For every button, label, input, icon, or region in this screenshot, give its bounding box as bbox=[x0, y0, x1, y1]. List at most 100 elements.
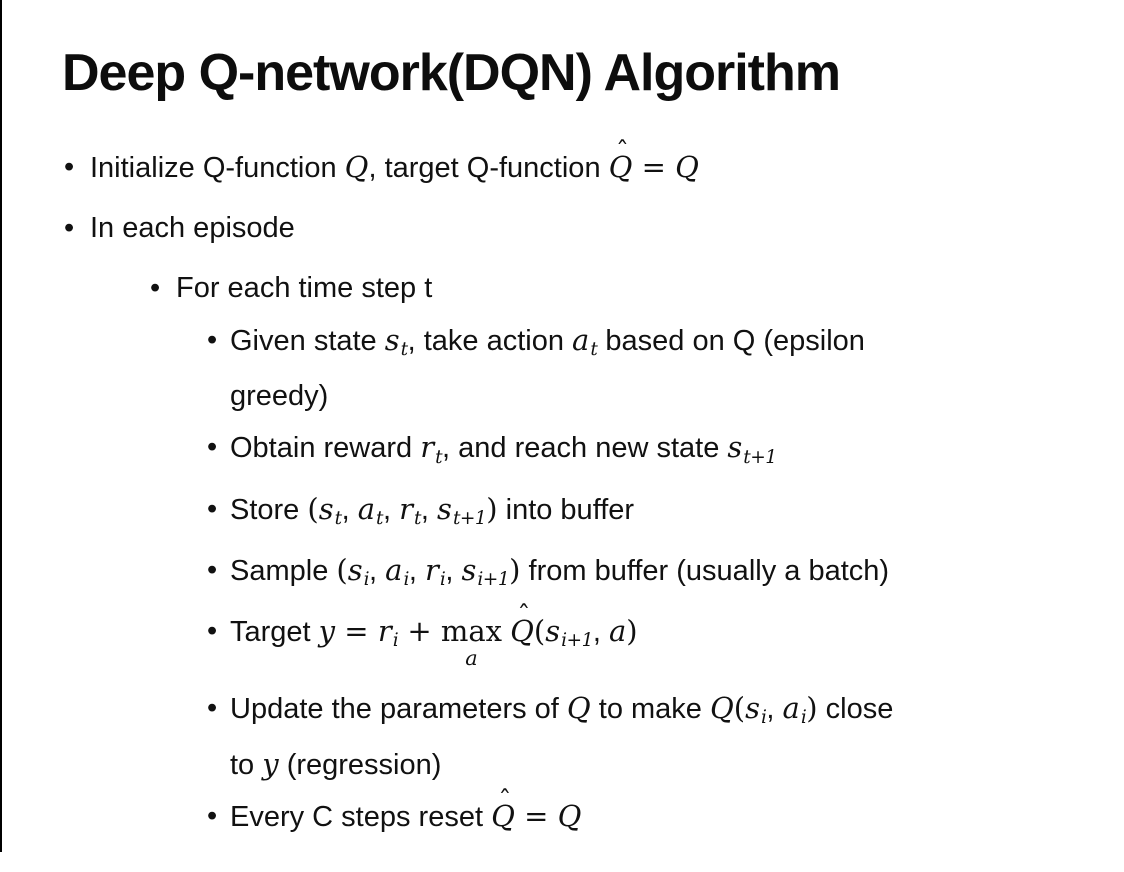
text-segment: greedy) bbox=[230, 380, 329, 413]
math-segment: a bbox=[572, 323, 590, 358]
bullet-item: •Sample (si, ai, ri, si+1) from buffer (… bbox=[207, 547, 1088, 603]
math-subscript: i+1 bbox=[561, 630, 593, 652]
text-segment: , bbox=[369, 554, 386, 587]
text-segment: , bbox=[766, 693, 783, 726]
math-segment: s bbox=[318, 491, 334, 526]
math-subscript: t bbox=[435, 446, 443, 468]
text-segment: based on Q (epsilon bbox=[597, 325, 865, 358]
math-subscript: t+1 bbox=[743, 446, 777, 468]
math-segment: Q bbox=[566, 691, 591, 726]
bullet-marker: • bbox=[207, 692, 218, 725]
math-segment: = bbox=[335, 613, 378, 648]
text-segment: , bbox=[420, 493, 438, 526]
text-segment: , bbox=[382, 493, 400, 526]
bullet-text: In each episode bbox=[90, 212, 295, 244]
bullet-marker: • bbox=[207, 324, 218, 357]
bullet-text: Sample (si, ai, ri, si+1) from buffer (u… bbox=[230, 552, 890, 590]
bullet-marker: • bbox=[64, 212, 75, 245]
bullet-item: •Obtain reward rt, and reach new state s… bbox=[207, 424, 1088, 480]
bullet-text: For each time step t bbox=[176, 272, 432, 304]
math-segment: ) bbox=[509, 552, 521, 587]
text-segment: to make bbox=[590, 693, 710, 726]
bullet-text: Every C steps reset Q = Q bbox=[230, 799, 581, 834]
math-subscript: i bbox=[403, 568, 409, 590]
math-subscript: i bbox=[439, 568, 446, 590]
math-segment: ( bbox=[307, 491, 319, 526]
slide-title: Deep Q-network(DQN) Algorithm bbox=[62, 44, 841, 102]
bullet-marker: • bbox=[207, 553, 218, 586]
math-segment: Q bbox=[344, 150, 369, 185]
bullet-item: • Initialize Q-function Q, target Q-funct… bbox=[64, 144, 1088, 191]
text-segment: , bbox=[445, 554, 462, 587]
text-segment: Every C steps reset bbox=[230, 801, 492, 834]
math-subscript: t+1 bbox=[452, 507, 487, 529]
math-subscript: t bbox=[400, 339, 408, 361]
math-segment: ) bbox=[486, 491, 498, 526]
text-segment: into buffer bbox=[497, 493, 635, 526]
text-segment: Obtain reward bbox=[230, 432, 421, 465]
math-segment: s bbox=[745, 691, 760, 726]
bullet-marker: • bbox=[64, 151, 75, 184]
math-subscript: t bbox=[334, 507, 342, 529]
math-segment: ) bbox=[626, 613, 638, 648]
math-segment: a bbox=[609, 613, 627, 648]
text-segment: Update the parameters of bbox=[230, 693, 567, 726]
bullet-text: Store (st, at, rt, st+1) into buffer bbox=[230, 491, 635, 529]
text-segment: , target Q-function bbox=[368, 152, 609, 185]
text-segment: , bbox=[408, 554, 426, 587]
bullet-item: •Given state st, take action at based on… bbox=[207, 317, 1088, 419]
text-segment bbox=[502, 616, 510, 648]
text-segment: Given state bbox=[230, 325, 385, 358]
math-segment: Q bbox=[709, 691, 734, 726]
math-segment: Q bbox=[491, 799, 515, 833]
math-segment: r bbox=[420, 430, 435, 465]
text-segment: For each time step t bbox=[176, 272, 433, 305]
math-segment: y bbox=[318, 613, 336, 648]
math-segment: Q bbox=[675, 150, 699, 185]
math-subscript: t bbox=[590, 339, 598, 361]
math-segment: ( bbox=[336, 552, 348, 587]
text-segment: (regression) bbox=[278, 749, 442, 782]
math-subscript: i+1 bbox=[477, 568, 510, 590]
math-segment: ( bbox=[533, 613, 546, 648]
bullet-text: Update the parameters of Q to make Q(si,… bbox=[230, 691, 893, 782]
bullet-text: Given state st, take action at based on … bbox=[230, 323, 865, 413]
text-segment: , take action bbox=[407, 325, 573, 358]
bullet-item: •Every C steps reset Q = Q bbox=[207, 793, 1088, 840]
math-segment: r bbox=[377, 613, 392, 648]
math-segment: y bbox=[262, 747, 279, 782]
bullet-marker: • bbox=[150, 272, 161, 305]
text-segment: , bbox=[592, 615, 609, 648]
text-segment: , and reach new state bbox=[442, 432, 728, 465]
math-subscript: i bbox=[760, 707, 767, 729]
text-segment: In each episode bbox=[90, 212, 295, 245]
math-segment: a bbox=[357, 491, 375, 526]
bullet-marker: • bbox=[207, 492, 218, 525]
math-segment: a bbox=[782, 691, 800, 726]
bullet-item: • In each episode bbox=[64, 205, 1088, 251]
math-subscript: i bbox=[800, 707, 807, 729]
math-segment: s bbox=[461, 552, 477, 587]
math-subscript: t bbox=[375, 507, 383, 529]
math-segment: = bbox=[514, 799, 558, 834]
math-segment: Q bbox=[510, 614, 534, 648]
math-segment: s bbox=[727, 430, 743, 465]
math-segment: ) bbox=[806, 691, 818, 726]
math-segment: s bbox=[384, 323, 400, 358]
text-segment: to bbox=[230, 749, 263, 782]
math-segment: s bbox=[545, 613, 561, 648]
math-segment: = bbox=[632, 150, 676, 185]
bullet-item: • Store (st, at, rt, st+1) into buffer bbox=[207, 486, 1088, 542]
text-segment: from buffer (usually a batch) bbox=[520, 554, 890, 587]
math-underscript: a bbox=[465, 646, 478, 671]
math-subscript: i bbox=[392, 630, 399, 652]
bullet-item: • Update the parameters of Q to make Q(si… bbox=[207, 685, 1088, 788]
bullet-item: • For each time step t bbox=[150, 265, 1088, 311]
math-segment: r bbox=[425, 552, 439, 587]
math-segment: s bbox=[437, 491, 452, 526]
bullet-text: Initialize Q-function Q, target Q-functi… bbox=[90, 150, 699, 185]
text-segment: Store bbox=[230, 493, 308, 526]
